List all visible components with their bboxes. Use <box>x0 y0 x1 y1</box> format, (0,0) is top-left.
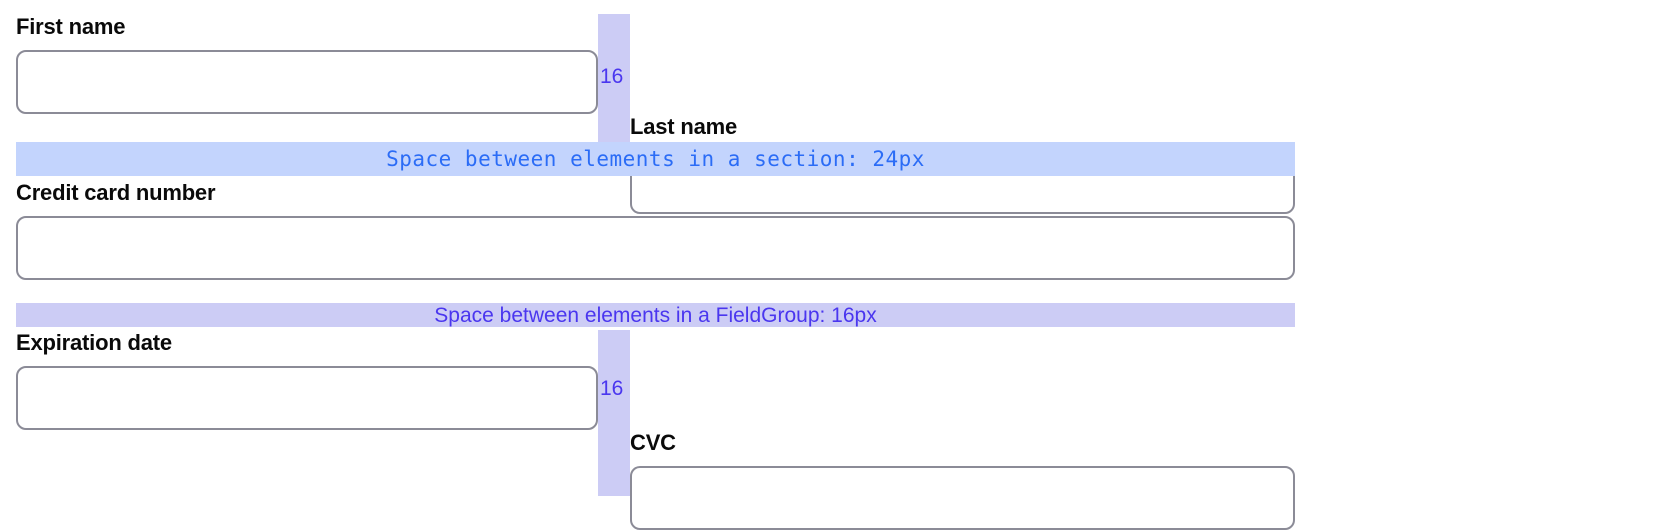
name-field-group: First name 16 Last name <box>0 14 1295 214</box>
section-spacing-label: Space between elements in a section: 24p… <box>386 147 925 171</box>
credit-card-number-label: Credit card number <box>16 180 216 205</box>
expiration-date-input[interactable] <box>16 366 598 430</box>
fieldgroup-spacing-band: Space between elements in a FieldGroup: … <box>16 303 1295 327</box>
expiry-cvc-field-group: Expiration date 16 CVC <box>0 330 1295 530</box>
cvc-input[interactable] <box>630 466 1295 530</box>
section-spacing-band: Space between elements in a section: 24p… <box>16 142 1295 176</box>
credit-card-field: Credit card number <box>16 180 1295 280</box>
cvc-field: CVC <box>630 430 1295 530</box>
credit-card-number-input[interactable] <box>16 216 1295 280</box>
credit-card-field-group: Credit card number <box>0 180 1295 303</box>
cvc-label: CVC <box>630 430 676 455</box>
gap-label-expiry-row: 16 <box>600 377 624 400</box>
expiration-date-label: Expiration date <box>16 330 172 355</box>
gap-column-name-row <box>598 14 630 142</box>
first-name-label: First name <box>16 14 126 39</box>
expiration-date-field: Expiration date <box>16 330 598 430</box>
gap-label-name-row: 16 <box>600 65 624 88</box>
fieldgroup-spacing-label: Space between elements in a FieldGroup: … <box>434 303 877 327</box>
first-name-field: First name <box>16 14 598 114</box>
payment-form: First name 16 Last name Space between el… <box>0 14 1295 530</box>
spacing-annotation-page: First name 16 Last name Space between el… <box>0 14 1295 530</box>
gap-column-expiry-row <box>598 330 630 496</box>
last-name-label: Last name <box>630 114 738 139</box>
first-name-input[interactable] <box>16 50 598 114</box>
